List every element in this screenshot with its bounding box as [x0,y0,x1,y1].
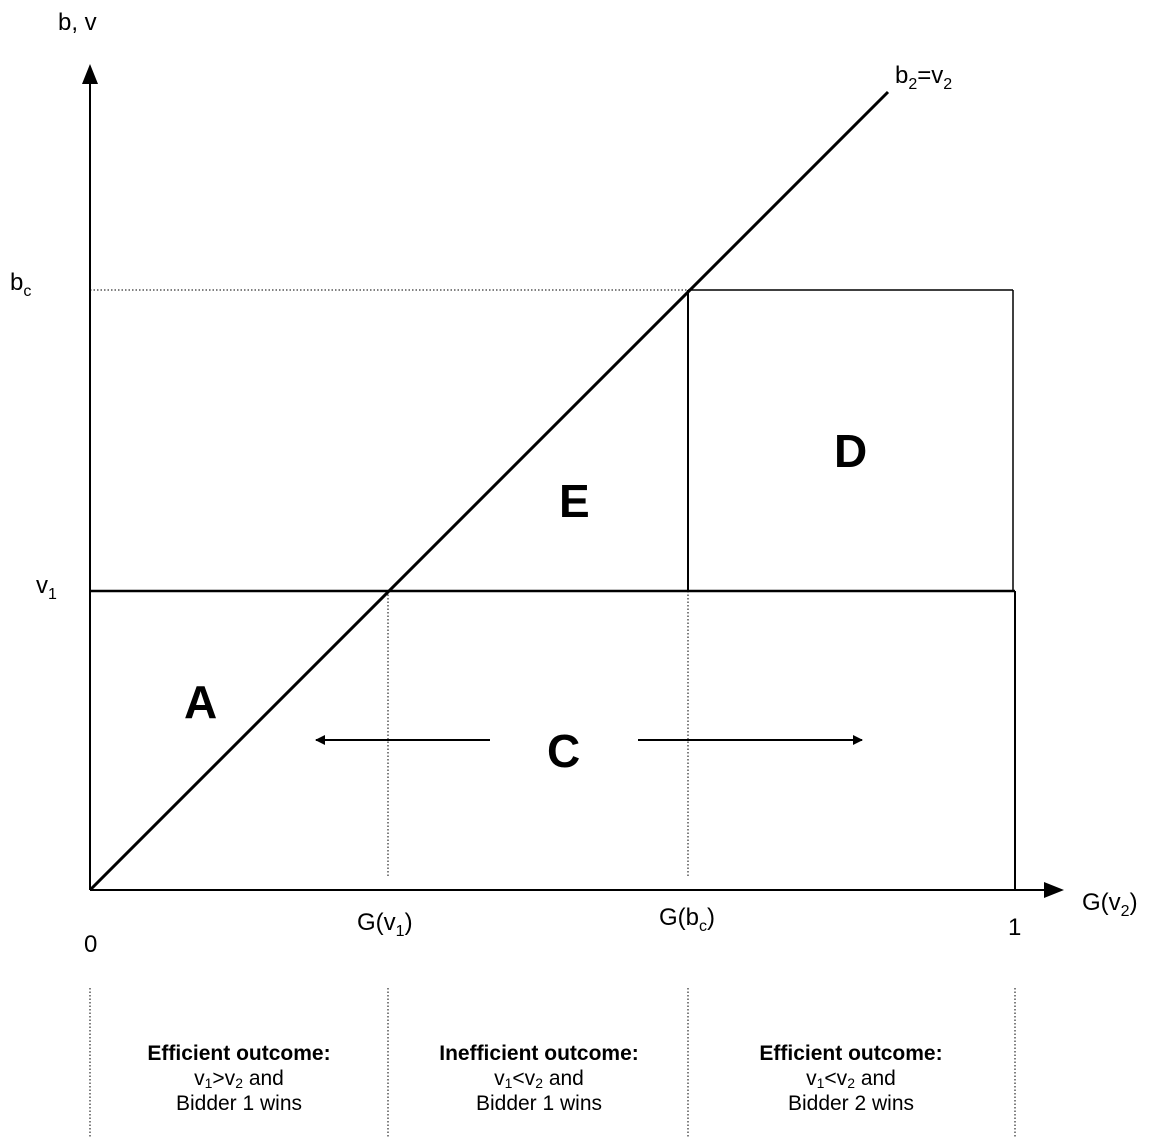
region-d-label: D [834,425,867,477]
region-a-label: A [184,676,217,728]
x-axis-label: G(v2) [1082,889,1138,920]
caption-heading: Efficient outcome: [147,1042,331,1065]
caption-heading: Efficient outcome: [759,1042,943,1065]
x-axis-arrowhead [1044,882,1064,898]
diagonal-line [88,90,890,892]
origin-label: 0 [84,931,97,958]
caption-winner: Bidder 2 wins [787,1092,915,1115]
caption-efficient-bidder1: Efficient outcome: v1>v2 and Bidder 1 wi… [94,1041,384,1116]
y-axis-arrowhead [82,64,98,84]
caption-condition: v1<v2 and [494,1067,584,1091]
caption-condition: v1<v2 and [806,1067,896,1091]
diagonal-label: b2=v2 [895,62,952,93]
caption-winner: Bidder 1 wins [475,1092,603,1115]
caption-heading: Inefficient outcome: [439,1042,639,1065]
caption-winner: Bidder 1 wins [175,1092,303,1115]
y-axis-label: b, v [58,9,97,36]
gbc-tick-label: G(bc) [659,904,715,935]
region-c-label: C [547,725,580,777]
region-e-label: E [559,475,590,527]
caption-inefficient-bidder1: Inefficient outcome: v1<v2 and Bidder 1 … [394,1041,684,1116]
x-end-label: 1 [1008,914,1021,941]
gv1-tick-label: G(v1) [357,909,413,940]
v1-level-label: v1 [36,572,57,603]
caption-condition: v1>v2 and [194,1067,284,1091]
caption-efficient-bidder2: Efficient outcome: v1<v2 and Bidder 2 wi… [706,1041,996,1116]
bc-level-label: bc [10,269,31,300]
